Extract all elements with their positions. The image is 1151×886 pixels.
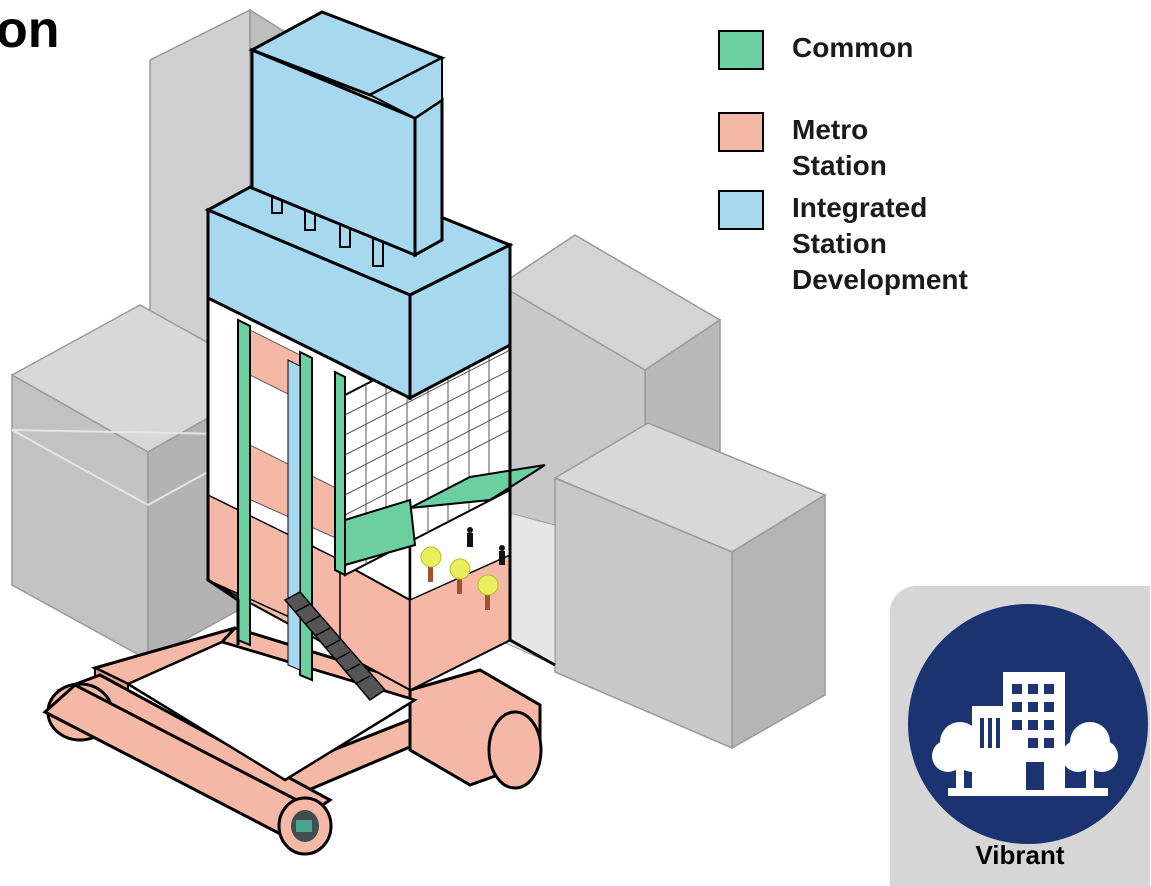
city-building-trees-icon bbox=[932, 672, 1118, 796]
legend-item-metro-station: Metro Station bbox=[718, 112, 887, 184]
legend-label-metro-station: Metro Station bbox=[792, 114, 887, 181]
legend-swatch-isd bbox=[718, 190, 764, 230]
legend-label-isd: Integrated Station Development bbox=[792, 192, 968, 295]
pedestrians bbox=[467, 527, 505, 565]
page-title: on bbox=[0, 1, 60, 59]
legend-swatch-metro-station bbox=[718, 112, 764, 152]
escalator bbox=[283, 591, 387, 701]
legend-item-common: Common bbox=[718, 30, 913, 70]
legend-item-isd: Integrated Station Development bbox=[718, 190, 968, 298]
isd-tower bbox=[248, 10, 446, 258]
context-building-right-front bbox=[553, 422, 827, 750]
legend-label-common: Common bbox=[792, 32, 914, 63]
plaza-trees bbox=[420, 546, 499, 610]
vibrant-badge: Vibrant bbox=[890, 586, 1150, 886]
badge-label: Vibrant bbox=[975, 840, 1065, 870]
metro-tunnel bbox=[42, 626, 543, 856]
station-outline bbox=[206, 210, 240, 645]
legend-swatch-common bbox=[718, 30, 764, 70]
